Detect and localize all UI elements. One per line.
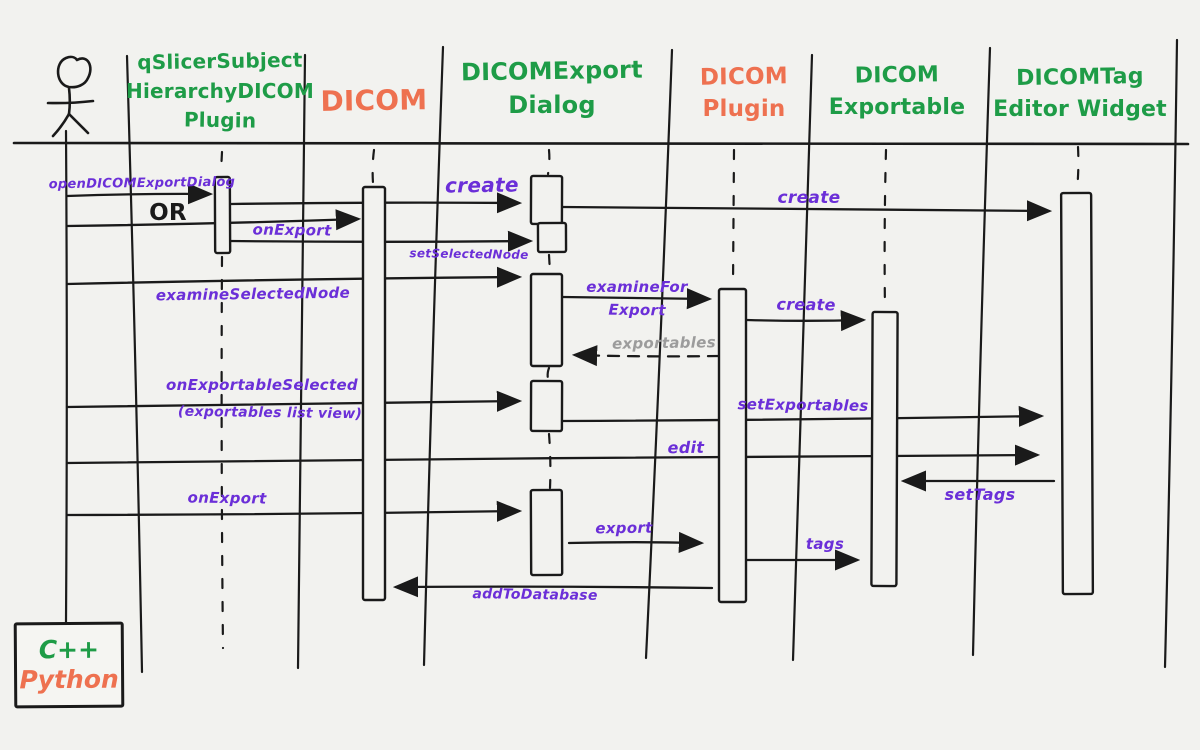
message-label-set-tags: setTags (945, 485, 1016, 504)
message-label-or-alternative: OR (149, 200, 187, 226)
participant-header-dicom-exportable: Exportable (829, 95, 966, 120)
message-arrow-open-dicom-export-dialog (65, 183, 214, 205)
message-arrow-set-exportables (561, 405, 1045, 427)
activation-bar-dicom-export-dialog (529, 272, 564, 368)
message-label-create-exportable: create (776, 295, 836, 315)
lifeline-dicom-export-dialog (547, 253, 552, 274)
participant-header-dicom-tag-editor-widget: DICOMTag (1016, 64, 1144, 91)
participant-header-dicom-export-dialog: Dialog (508, 91, 595, 119)
participant-header-dicom-plugin: DICOM (700, 63, 788, 90)
message-label-exportables-return: exportables (612, 333, 716, 352)
participant-header-qslicer-subject-hierarchy-dicom-plugin: Plugin (184, 107, 257, 132)
column-separator-line (296, 53, 307, 670)
message-arrow-create-tag-editor (561, 200, 1053, 222)
diagram-lines-layer (12, 38, 1190, 674)
lifeline-qslicer-subject-hierarchy-dicom-plugin (220, 255, 225, 650)
activation-bar-dicom (361, 185, 387, 602)
message-label-set-exportables: setExportables (737, 395, 868, 415)
legend-cpp-label: C++ (38, 634, 100, 664)
activation-bar-dicom-export-dialog (529, 488, 564, 577)
message-label-create-tag-editor: create (778, 188, 841, 208)
lifeline-dicom (371, 148, 376, 185)
activation-bar-dicom-exportable (870, 310, 899, 588)
message-label-on-export-dicom: onExport (252, 220, 332, 239)
message-label-export: export (595, 519, 653, 538)
actor-leg-icon (51, 112, 71, 138)
message-label-on-exportable-selected: (exportables list view) (178, 404, 362, 423)
participant-header-dicom-plugin: Plugin (702, 96, 785, 122)
participant-header-dicom-exportable: DICOM (855, 62, 940, 88)
message-label-tags: tags (806, 535, 844, 553)
message-arrow-add-to-database (392, 576, 714, 598)
message-label-examine-for-export: Export (608, 301, 666, 320)
legend-box: C++ Python (13, 621, 125, 709)
activation-bar-qslicer-subject-hierarchy-dicom-plugin (213, 175, 232, 255)
message-arrow-on-exportable-selected (65, 390, 523, 412)
participant-header-dicom-export-dialog: DICOMExport (461, 56, 643, 87)
lifeline-dicom-exportable (883, 148, 888, 311)
message-label-add-to-database: addToDatabase (472, 586, 597, 604)
message-arrow-examine-for-export (561, 288, 713, 310)
lifeline-dicom-tag-editor-widget (1075, 145, 1080, 192)
actor-body-icon (67, 86, 72, 116)
lifeline-dicom-export-dialog (546, 366, 551, 381)
message-arrow-on-export-dicom (65, 209, 362, 231)
lifeline-dicom-plugin (731, 148, 736, 289)
actor-arms-icon (46, 99, 95, 105)
column-separator-line (971, 46, 992, 657)
participant-header-qslicer-subject-hierarchy-dicom-plugin: HierarchyDICOM (126, 79, 314, 103)
participant-header-dicom: DICOM (320, 83, 427, 118)
message-label-edit: edit (667, 438, 705, 458)
lifeline-dicom-export-dialog (547, 432, 552, 490)
participant-header-dicom-tag-editor-widget: Editor Widget (993, 97, 1167, 122)
diagram-activations-layer (213, 174, 1095, 604)
message-label-open-dicom-export-dialog: openDICOMExportDialog (49, 175, 236, 193)
column-separator-line (644, 48, 674, 660)
activation-bar-dicom-export-dialog (536, 221, 568, 254)
column-separator-line (1163, 38, 1179, 669)
participant-header-line (12, 141, 1190, 146)
message-arrow-examine-selected-node (65, 266, 523, 288)
activation-bar-dicom-export-dialog (529, 174, 564, 226)
message-label-on-exportable-selected: onExportableSelected (166, 376, 358, 394)
column-separator-line (791, 53, 814, 662)
actor-leg-icon (67, 112, 90, 135)
message-label-create-dialog: create (445, 172, 519, 197)
column-separator-line (125, 54, 144, 674)
message-arrow-on-export-dialog (65, 500, 523, 522)
legend-python-label: Python (19, 664, 119, 694)
lifeline-qslicer-subject-hierarchy-dicom-plugin (219, 150, 224, 174)
participant-header-qslicer-subject-hierarchy-dicom-plugin: qSlicerSubject (137, 48, 303, 75)
message-arrow-create-exportable (745, 310, 867, 332)
message-label-examine-for-export: examineFor (586, 278, 689, 296)
actor-head-icon (56, 55, 92, 89)
column-separator-line (422, 45, 445, 667)
activation-bar-dicom-export-dialog (529, 379, 564, 433)
message-label-set-selected-node: setSelectedNode (409, 246, 528, 262)
message-label-examine-selected-node: examineSelectedNode (156, 284, 351, 305)
message-arrow-exportables-return (571, 345, 721, 367)
message-arrow-export (567, 531, 705, 554)
activation-bar-dicom-plugin (717, 287, 748, 604)
activation-bar-dicom-tag-editor-widget (1059, 191, 1095, 596)
message-label-on-export-dialog: onExport (187, 488, 267, 507)
lifeline-dicom-export-dialog (546, 148, 551, 176)
lifeline-user (64, 129, 68, 624)
